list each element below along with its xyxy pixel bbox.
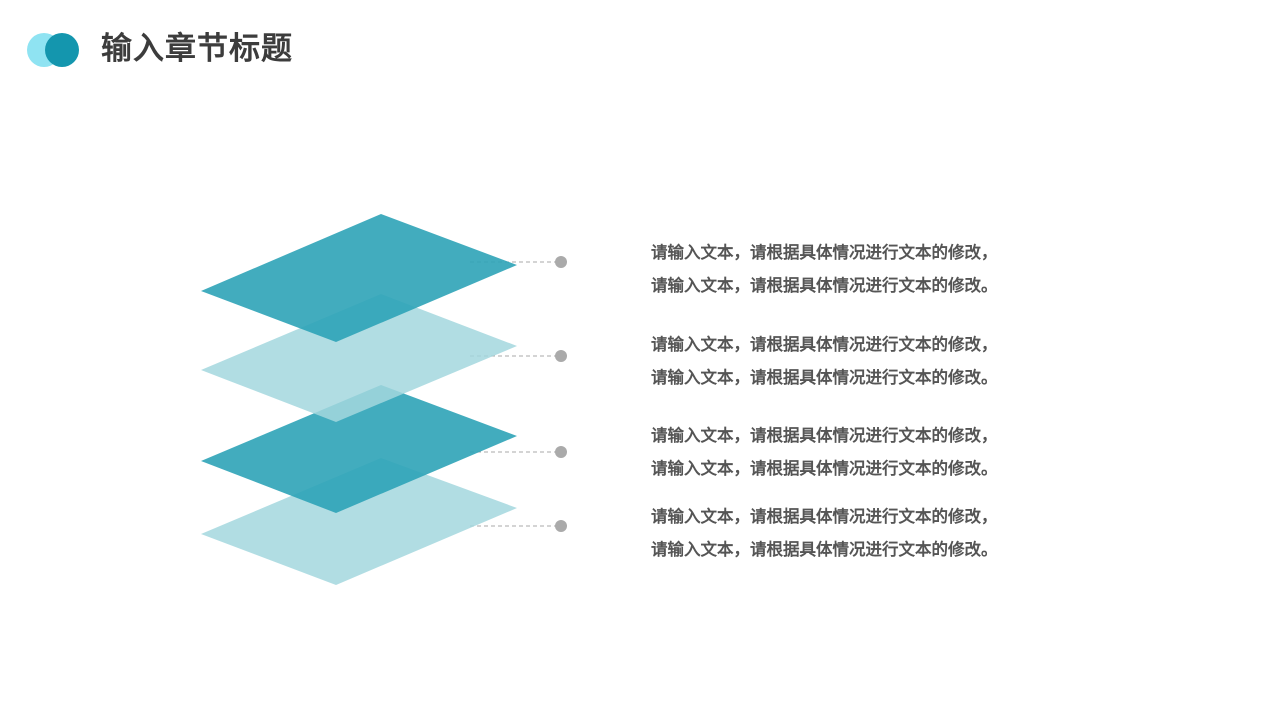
text-line: 请输入文本，请根据具体情况进行文本的修改。 [651,368,998,387]
text-block-4: 请输入文本，请根据具体情况进行文本的修改， 请输入文本，请根据具体情况进行文本的… [651,500,1051,566]
layer-1 [201,214,517,342]
text-line: 请输入文本，请根据具体情况进行文本的修改。 [651,459,998,478]
layer-2 [201,294,517,422]
text-line: 请输入文本，请根据具体情况进行文本的修改。 [651,540,998,559]
text-line: 请输入文本，请根据具体情况进行文本的修改， [651,426,998,445]
text-block-1: 请输入文本，请根据具体情况进行文本的修改， 请输入文本，请根据具体情况进行文本的… [651,236,1051,302]
layer-4 [201,458,517,585]
text-block-2: 请输入文本，请根据具体情况进行文本的修改， 请输入文本，请根据具体情况进行文本的… [651,328,1051,394]
layer-3 [201,385,517,513]
connector-3 [470,446,567,458]
text-line: 请输入文本，请根据具体情况进行文本的修改， [651,507,998,526]
connector-4 [470,520,567,532]
page-title: 输入章节标题 [101,31,293,67]
text-line: 请输入文本，请根据具体情况进行文本的修改， [651,243,998,262]
text-line: 请输入文本，请根据具体情况进行文本的修改， [651,335,998,354]
text-line: 请输入文本，请根据具体情况进行文本的修改。 [651,276,998,295]
logo-circle-dark [45,33,79,67]
text-block-3: 请输入文本，请根据具体情况进行文本的修改， 请输入文本，请根据具体情况进行文本的… [651,419,1051,485]
